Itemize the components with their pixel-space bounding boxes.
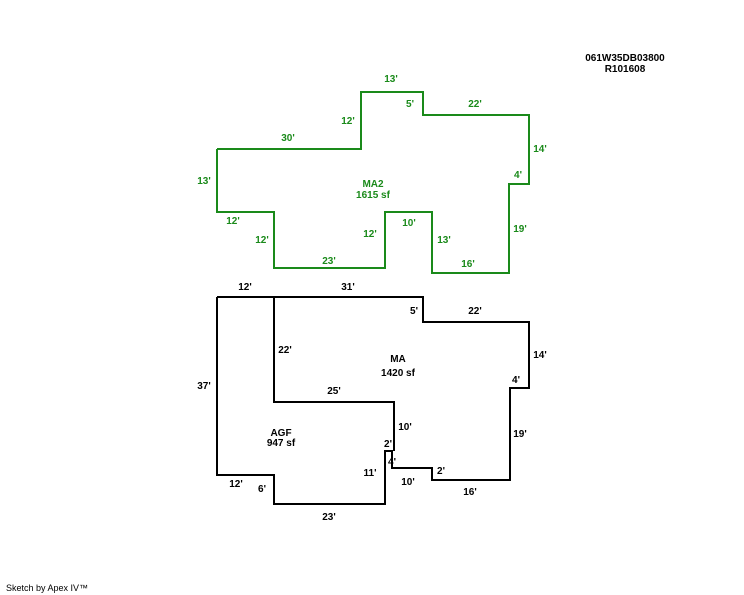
upper-area-size: 1615 sf [356,190,391,201]
lower-dim-right-upper: 14' [533,350,547,361]
lower-dim-jog: 5' [410,306,418,317]
main-area-size: 1420 sf [381,368,416,379]
upper-dim-top-right: 22' [468,99,482,110]
upper-dim-bottom-left: 23' [322,256,336,267]
lower-dim-top-left: 12' [238,282,252,293]
lower-dim-bottom-mid: 10' [401,477,415,488]
lower-dim-top-right: 22' [468,306,482,317]
footer-credit: Sketch by Apex IV™ [6,583,89,593]
upper-dim-right-upper: 14' [533,144,547,155]
lower-dim-step-a: 4' [388,457,396,468]
upper-dim-step-left: 12' [226,216,240,227]
lower-dim-bottom-right: 16' [463,487,477,498]
lower-dim-left: 37' [197,381,211,392]
upper-dim-left: 13' [197,176,211,187]
garage-interior-wall [273,297,395,451]
lower-dim-top-mid: 31' [341,282,355,293]
upper-dim-bottom-right: 16' [461,259,475,270]
upper-dim-right-step: 4' [514,170,522,181]
lower-dim-interior-right: 10' [398,422,412,433]
lower-dim-interior-vert: 22' [278,345,292,356]
upper-dim-notch-right: 13' [437,235,451,246]
lower-dim-garage-step: 6' [258,484,266,495]
upper-area-code: MA2 [362,179,384,190]
garage-area-code: AGF [270,428,291,439]
upper-dim-notch-left: 12' [363,229,377,240]
lower-floor-outline [216,296,530,505]
lower-dim-small-step: 2' [437,466,445,477]
upper-dim-right-lower: 19' [513,224,527,235]
parcel-id: 061W35DB03800 [585,53,665,64]
upper-dim-notch-top: 10' [402,218,416,229]
record-id: R101608 [605,64,646,75]
lower-dim-bottom-left: 12' [229,479,243,490]
upper-dim-tower-top: 13' [384,74,398,85]
lower-dim-right-lower: 19' [513,429,527,440]
lower-dim-right-step: 4' [512,375,520,386]
upper-dim-top-left: 30' [281,133,295,144]
garage-area-size: 947 sf [267,438,296,449]
lower-dim-step-b: 2' [384,439,392,450]
upper-dim-tower-left: 12' [341,116,355,127]
lower-dim-garage-right: 11' [364,468,377,479]
upper-floor-outline [216,91,530,274]
lower-dim-interior-horiz: 25' [327,386,341,397]
main-area-code: MA [390,354,406,365]
upper-dim-tower-right: 5' [406,99,414,110]
lower-dim-bottom-garage: 23' [322,512,336,523]
upper-dim-left-lower: 12' [255,235,269,246]
